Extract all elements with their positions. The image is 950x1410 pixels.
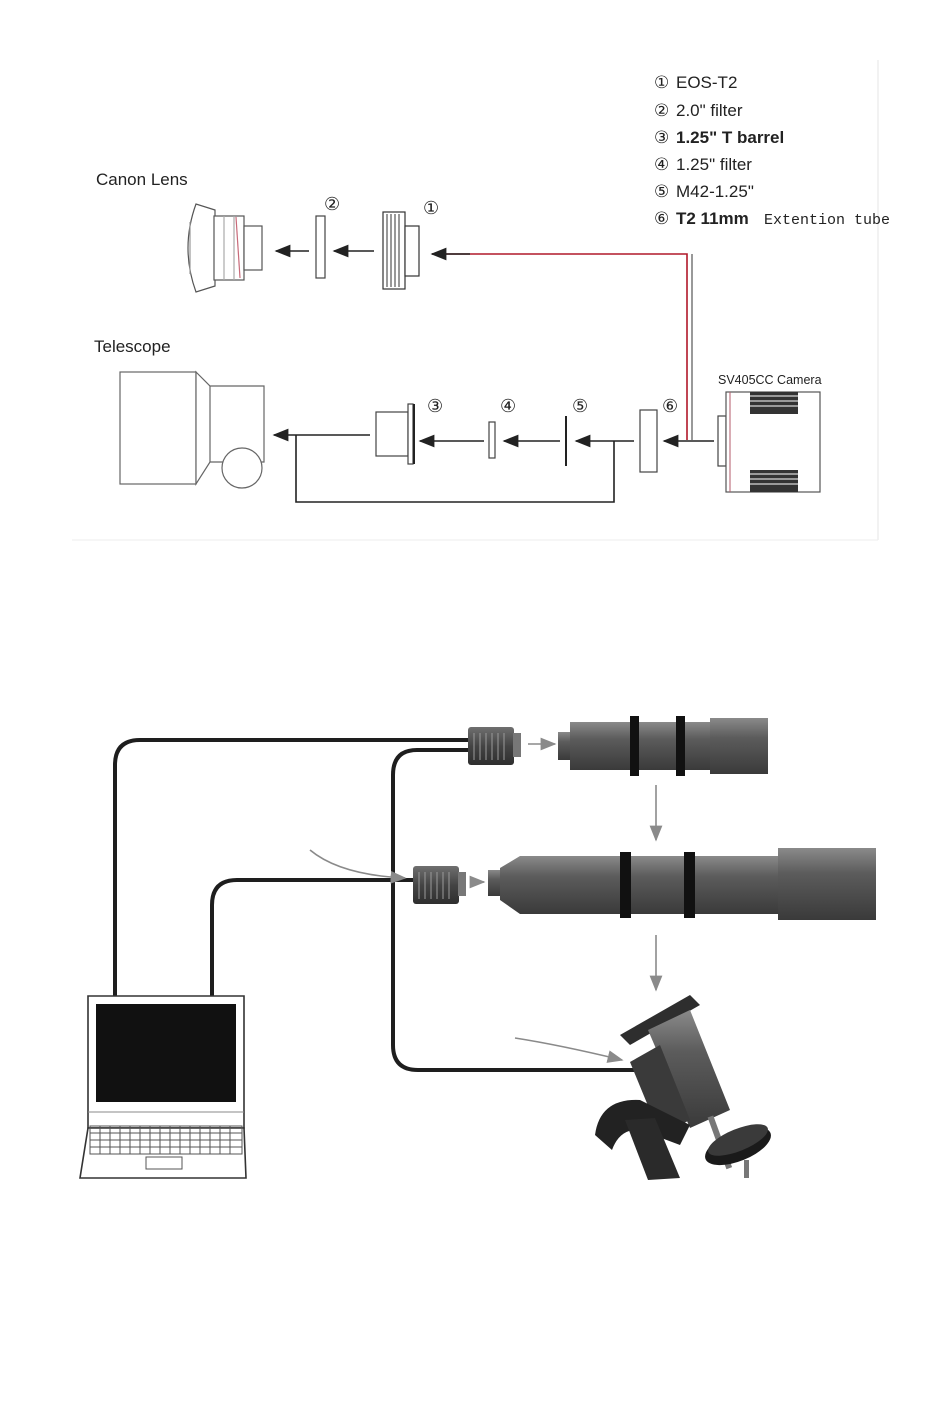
equatorial-mount — [595, 995, 776, 1180]
legend-item-t2-11mm: T2 11mm — [676, 209, 749, 228]
filter-4-drawing — [489, 422, 495, 458]
guide-scope — [558, 716, 768, 776]
canon-lens-label: Canon Lens — [96, 170, 188, 189]
canon-lens-drawing — [188, 204, 262, 292]
legend-num-6: ⑥ — [654, 209, 669, 228]
main-telescope — [488, 848, 876, 920]
legend-num-2: ② — [654, 101, 669, 120]
marker-6: ⑥ — [662, 396, 678, 416]
marker-5: ⑤ — [572, 396, 588, 416]
main-camera — [413, 866, 466, 904]
filter-2-drawing — [316, 216, 325, 278]
telescope-drawing — [120, 372, 264, 488]
marker-2: ② — [324, 194, 340, 214]
telescope-label: Telescope — [94, 337, 171, 356]
guide-camera-top — [468, 727, 521, 765]
eos-t2-drawing — [383, 212, 419, 289]
sv405cc-camera-drawing — [718, 392, 820, 492]
legend-num-3: ③ — [654, 128, 669, 147]
legend-num-4: ④ — [654, 155, 669, 174]
legend-item-eos-t2: EOS-T2 — [676, 73, 737, 92]
legend-item-m42: M42-1.25" — [676, 182, 754, 201]
t-barrel-drawing — [376, 404, 414, 464]
legend-item-125-filter: 1.25" filter — [676, 155, 752, 174]
marker-3: ③ — [427, 396, 443, 416]
component-legend: ① EOS-T2 ② 2.0" filter ③ 1.25" T barrel … — [654, 73, 890, 229]
legend-item-extension-tube: Extention tube — [764, 212, 890, 229]
legend-num-1: ① — [654, 73, 669, 92]
legend-item-2-filter: 2.0" filter — [676, 101, 743, 120]
marker-1: ① — [423, 198, 439, 218]
camera-label: SV405CC Camera — [718, 373, 822, 387]
legend-item-t-barrel: 1.25" T barrel — [676, 128, 784, 147]
laptop — [80, 996, 246, 1178]
marker-4: ④ — [500, 396, 516, 416]
extension-tube-drawing — [640, 410, 657, 472]
legend-num-5: ⑤ — [654, 182, 669, 201]
